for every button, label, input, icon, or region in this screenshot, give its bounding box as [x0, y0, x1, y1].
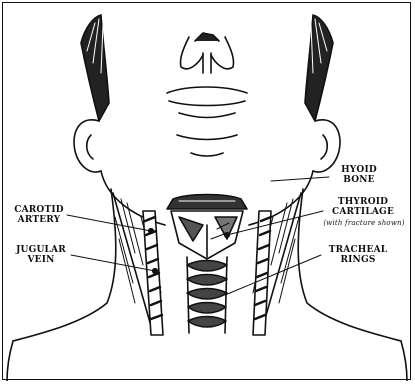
- neck-anatomy-illustration: [3, 3, 412, 381]
- label-tracheal-rings: TRACHEAL RINGS: [323, 245, 393, 265]
- shoulder-right: [401, 341, 407, 381]
- thyroid-cartilage: [171, 211, 243, 259]
- hyoid-bone: [167, 195, 247, 210]
- hyoid-pointer: [271, 177, 329, 181]
- hair-left: [81, 15, 109, 121]
- mouth: [167, 87, 247, 118]
- ear-right-inner: [321, 135, 327, 159]
- carotid-pointer: [67, 215, 151, 231]
- hair-right: [305, 15, 333, 121]
- chin-crease: [191, 153, 223, 156]
- label-carotid-artery: CAROTID ARTERY: [9, 205, 69, 225]
- nose: [180, 33, 233, 73]
- carotid-band-right: [253, 211, 271, 335]
- label-jugular-vein: JUGULAR VEIN: [11, 245, 71, 265]
- diagram-frame: CAROTID ARTERY JUGULAR VEIN HYOID BONE T…: [2, 2, 411, 380]
- label-hyoid-bone: HYOID BONE: [329, 165, 389, 185]
- trachea: [187, 257, 227, 333]
- label-thyroid-note: (with fracture shown): [321, 218, 407, 228]
- shoulder-left: [7, 341, 13, 381]
- chin-line: [177, 135, 237, 140]
- ear-left-inner: [87, 135, 93, 159]
- label-thyroid-cartilage: THYROID CARTILAGE: [323, 197, 403, 217]
